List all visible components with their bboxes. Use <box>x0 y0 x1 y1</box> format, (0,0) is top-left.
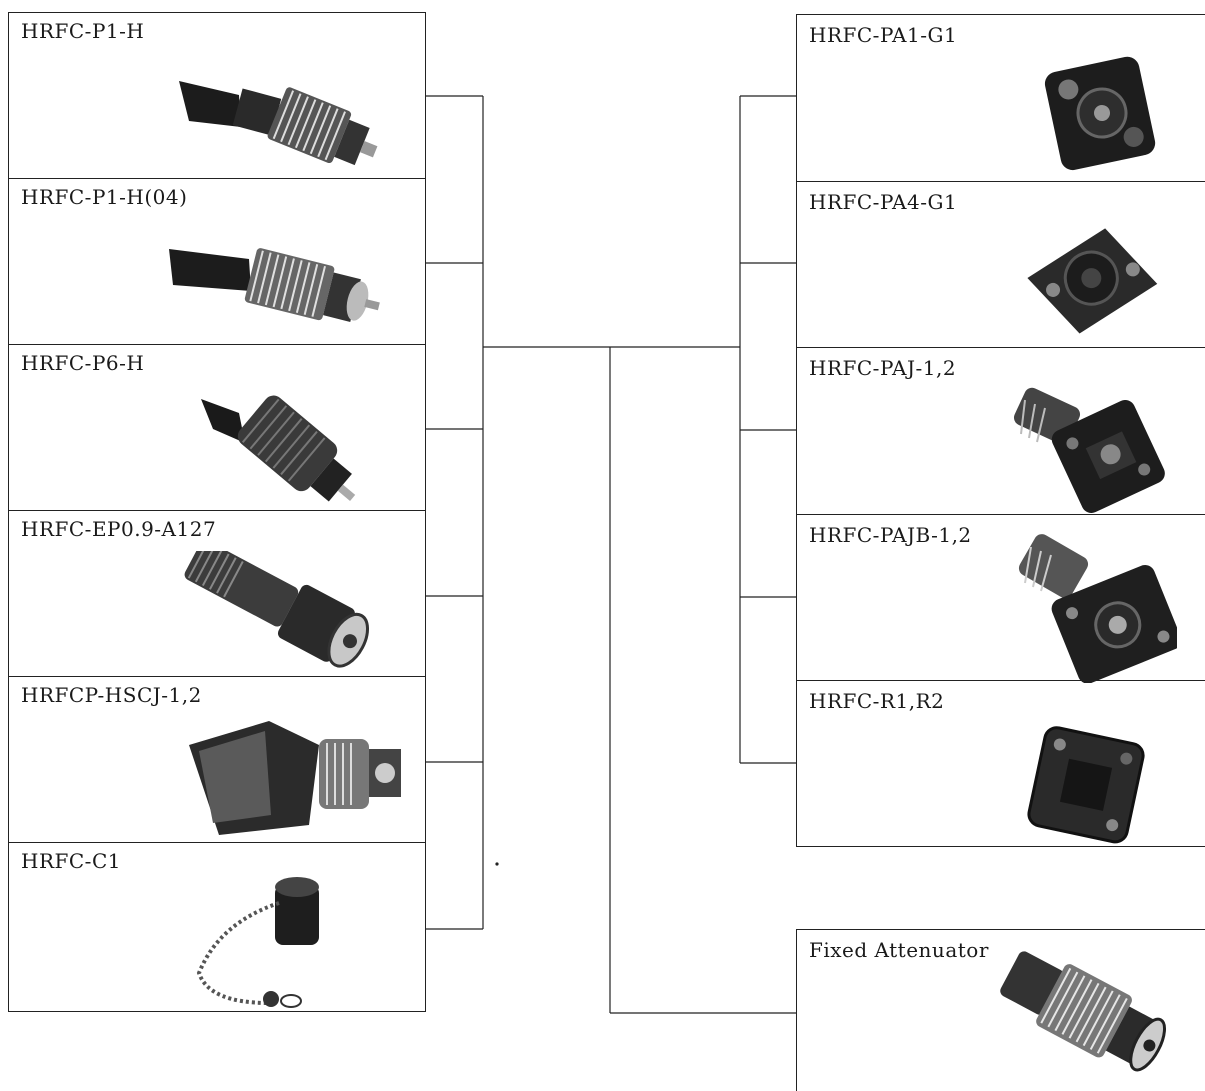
product-cell: HRFC-EP0.9-A127 <box>9 511 425 677</box>
divider <box>796 846 1205 847</box>
fixed-attenuator-icon <box>1000 951 1167 1072</box>
product-cell: HRFC-PAJ-1,2 <box>796 347 1205 514</box>
product-label: HRFC-PAJ-1,2 <box>809 356 957 380</box>
fc-connector-plug-icon <box>179 81 378 166</box>
product-cell: HRFC-P1-H(04) <box>9 179 425 345</box>
product-label: HRFC-PA1-G1 <box>809 23 958 47</box>
product-label: HRFC-P1-H(04) <box>21 185 188 209</box>
product-cell: HRFCP-HSCJ-1,2 <box>9 677 425 843</box>
square-flange-adaptor-icon <box>1027 726 1145 844</box>
square-flange-adaptor-icon <box>1013 387 1165 513</box>
square-flange-adaptor-icon <box>1018 534 1177 683</box>
product-label: HRFC-EP0.9-A127 <box>21 517 217 541</box>
square-flange-adaptor-icon <box>1044 56 1156 171</box>
fc-connector-plug-icon <box>184 551 370 668</box>
product-cell: HRFC-PA4-G1 <box>796 181 1205 348</box>
product-cell: HRFC-P1-H <box>9 13 425 179</box>
product-label: HRFC-R1,R2 <box>809 689 945 713</box>
product-label: Fixed Attenuator <box>809 938 989 962</box>
product-label: HRFC-PA4-G1 <box>809 190 958 214</box>
product-cell: HRFC-P6-H <box>9 345 425 511</box>
product-label: HRFC-P1-H <box>21 19 145 43</box>
fc-connector-plug-icon <box>189 721 401 835</box>
product-cell: HRFC-R1,R2 <box>796 680 1205 847</box>
product-label: HRFC-C1 <box>21 849 121 873</box>
product-label: HRFC-P6-H <box>21 351 145 375</box>
square-flange-adaptor-icon <box>1027 228 1158 334</box>
product-cell: HRFC-C1 <box>9 843 425 1009</box>
product-cell: HRFC-PA1-G1 <box>796 14 1205 181</box>
dust-cap-with-chain-icon <box>196 877 319 1008</box>
fc-connector-plug-icon <box>201 395 356 502</box>
product-label: HRFCP-HSCJ-1,2 <box>21 683 202 707</box>
product-cell: HRFC-PAJB-1,2 <box>796 514 1205 683</box>
left-product-column: HRFC-P1-H HRFC-P1-H(04) <box>8 12 426 1012</box>
fc-connector-plug-icon <box>169 248 380 322</box>
product-label: HRFC-PAJB-1,2 <box>809 523 972 547</box>
attenuator-cell: Fixed Attenuator <box>796 929 1205 1091</box>
